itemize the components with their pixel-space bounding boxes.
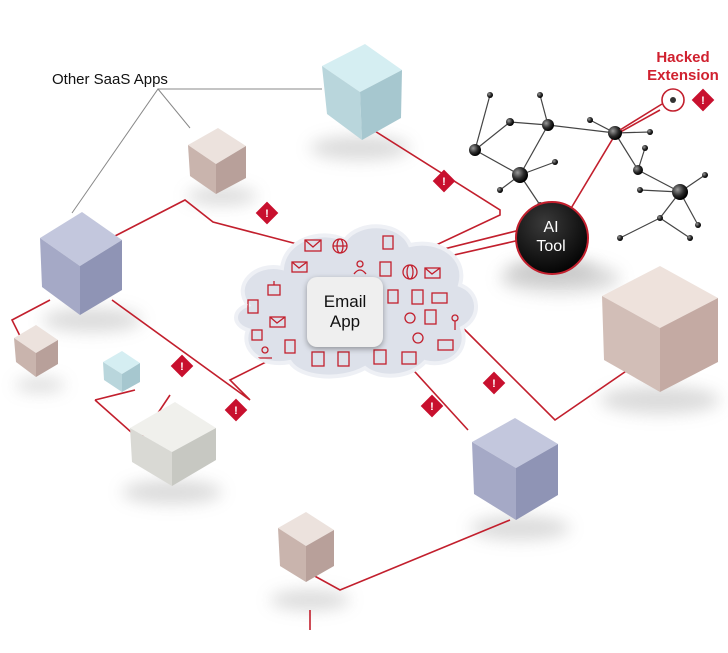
xml-file-icon [379,261,392,277]
hacked-extension-node [619,88,685,131]
document-icon [251,329,263,341]
network-graph [474,94,706,239]
cube-light-blue-tiny [103,351,140,392]
label-leader-lines [71,88,322,214]
cube-white-grey [130,402,216,486]
cube-beige-tiny-left [14,325,58,377]
user-icon [353,260,367,275]
email-icon [291,261,308,273]
email-icon [431,292,448,304]
cube-beige-small [188,128,246,194]
svg-text:!: ! [265,208,269,220]
hacked-label-line2: Extension [647,67,719,84]
other-saas-apps-label: Other SaaS Apps [52,71,168,88]
network-icon [451,314,459,330]
email-icon [304,239,322,252]
cube-light-blue-top [322,44,402,140]
document-icon [284,339,296,354]
ai-tool-label: AI Tool [516,218,586,256]
globe-icon [402,264,418,280]
email-app-line1: Email [323,292,367,311]
email-icon [424,267,441,279]
gear-icon [404,312,416,324]
email-app-box: Email App [307,277,383,347]
hacked-label-line1: Hacked [656,49,710,66]
warning-diamond-icon: ! [482,371,506,395]
ai-tool-line2: Tool [536,238,566,255]
network-icon [258,346,272,359]
xml-file-icon [337,351,350,367]
hacked-extension-label: Hacked Extension [642,49,724,85]
globe-icon [332,238,348,254]
svg-text:!: ! [492,378,496,390]
svg-text:!: ! [442,176,446,188]
warning-diamond-icon: ! [224,398,248,422]
warning-diamond-icon: ! [432,169,456,193]
email-app-line2: App [329,312,361,331]
ai-tool-line1: AI [543,219,559,236]
json-file-icon [424,309,437,325]
document-icon [387,289,399,304]
robot-icon [267,281,281,296]
cube-beige-bottom [278,512,334,582]
svg-text:!: ! [180,361,184,373]
svg-text:!: ! [701,95,705,107]
ai-tool-node [507,201,597,280]
warning-diamond-icon: ! [255,201,279,225]
email-icon [437,339,454,351]
cloud-icon-pattern [247,235,459,367]
gear-icon [412,332,424,344]
document-icon [373,349,387,365]
cube-lavender-left [40,212,122,315]
svg-text:!: ! [430,401,434,413]
email-icon [269,316,286,328]
xml-file-icon [411,289,424,305]
svg-text:!: ! [234,405,238,417]
email-icon [401,351,417,365]
cube-beige-large-right [602,266,718,392]
cube-lavender-bottom [472,418,558,520]
email-icon [311,351,325,367]
warning-diamond-icon: ! [170,354,194,378]
warning-diamond-icon: ! [691,88,715,112]
document-icon [247,299,259,314]
network-nodes [469,92,708,241]
document-icon [382,235,394,250]
